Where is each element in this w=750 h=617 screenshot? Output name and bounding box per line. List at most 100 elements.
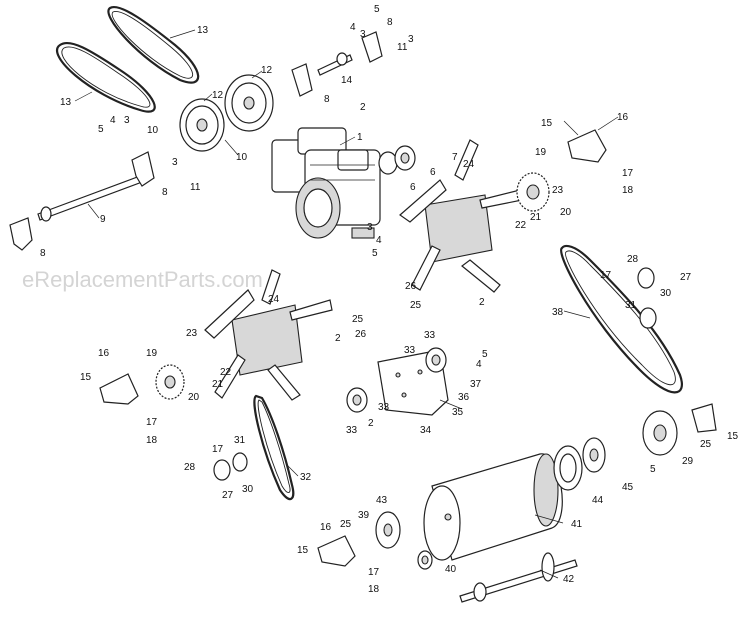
callout-6: 6	[430, 167, 436, 178]
callout-8: 8	[324, 94, 330, 105]
bearing-block	[99, 129, 717, 567]
callout-40: 40	[445, 564, 457, 575]
callout-27: 27	[680, 272, 692, 283]
callout-21: 21	[212, 379, 224, 390]
bearing-bracket	[9, 31, 383, 251]
callout-20: 20	[188, 392, 200, 403]
callout-31: 31	[234, 435, 246, 446]
callout-26: 26	[405, 281, 417, 292]
callout-30: 30	[242, 484, 254, 495]
callout-31: 31	[625, 300, 637, 311]
callout-6: 6	[410, 182, 416, 193]
callout-3: 3	[367, 222, 373, 233]
engine-pulley	[378, 145, 416, 175]
callout-5: 5	[374, 4, 380, 15]
drive-chain-left	[253, 394, 295, 501]
callout-25: 25	[410, 300, 422, 311]
callout-24: 24	[463, 159, 475, 170]
callout-15: 15	[541, 118, 553, 129]
callout-27: 27	[222, 490, 234, 501]
callout-33: 33	[424, 330, 436, 341]
callout-33: 33	[346, 425, 358, 436]
callout-8: 8	[162, 187, 168, 198]
callout-17: 17	[622, 168, 634, 179]
callout-21: 21	[530, 212, 542, 223]
sprocket	[155, 172, 550, 400]
callout-1: 1	[357, 132, 363, 143]
flange-bearing	[346, 347, 447, 413]
callout-12: 12	[212, 90, 224, 101]
callout-45: 45	[622, 482, 634, 493]
leader-lines	[74, 29, 619, 579]
callout-17: 17	[212, 444, 224, 455]
tine-assembly	[399, 139, 523, 293]
large-pulley	[179, 74, 274, 152]
callout-17: 17	[600, 270, 612, 281]
callout-2: 2	[368, 418, 374, 429]
callout-12: 12	[261, 65, 273, 76]
callout-41: 41	[571, 519, 583, 530]
callout-29: 29	[682, 456, 694, 467]
callout-19: 19	[146, 348, 158, 359]
callout-15: 15	[80, 372, 92, 383]
callout-8: 8	[40, 248, 46, 259]
callout-14: 14	[341, 75, 353, 86]
callout-32: 32	[300, 472, 312, 483]
callout-33: 33	[404, 345, 416, 356]
callout-13: 13	[197, 25, 209, 36]
callout-34: 34	[420, 425, 432, 436]
callout-10: 10	[236, 152, 248, 163]
drum-hub	[582, 437, 606, 473]
callout-28: 28	[184, 462, 196, 473]
callout-23: 23	[552, 185, 564, 196]
callout-24: 24	[268, 294, 280, 305]
callout-labels: 1 2 2 2 2 3 3 3 3 3 4 4 4 4 5 5 5 5 5 6 …	[40, 4, 739, 595]
callout-18: 18	[368, 584, 380, 595]
drive-chain-right	[560, 244, 683, 394]
callout-30: 30	[660, 288, 672, 299]
callout-42: 42	[563, 574, 575, 585]
callout-2: 2	[479, 297, 485, 308]
engine	[271, 127, 381, 239]
callout-20: 20	[560, 207, 572, 218]
callout-26: 26	[355, 329, 367, 340]
callout-17: 17	[146, 417, 158, 428]
callout-16: 16	[320, 522, 332, 533]
callout-4: 4	[110, 115, 116, 126]
watermark-text: eReplacementParts.com	[22, 267, 263, 292]
callout-43: 43	[376, 495, 388, 506]
callout-17: 17	[368, 567, 380, 578]
callout-4: 4	[350, 22, 356, 33]
drum	[423, 453, 563, 561]
callout-3: 3	[408, 34, 414, 45]
callout-16: 16	[617, 112, 629, 123]
idler-sprocket	[213, 267, 657, 481]
callout-28: 28	[627, 254, 639, 265]
callout-5: 5	[650, 464, 656, 475]
callout-19: 19	[535, 147, 547, 158]
callout-44: 44	[592, 495, 604, 506]
idler-shaft	[317, 52, 353, 76]
callout-10: 10	[147, 125, 159, 136]
callout-33: 33	[378, 402, 390, 413]
callout-2: 2	[335, 333, 341, 344]
callout-8: 8	[387, 17, 393, 28]
callout-5: 5	[372, 248, 378, 259]
drum-end-ring	[553, 445, 583, 491]
callout-11: 11	[190, 182, 201, 193]
callout-35: 35	[452, 407, 464, 418]
callout-5: 5	[482, 349, 488, 360]
callout-18: 18	[146, 435, 158, 446]
v-belt	[56, 5, 200, 113]
callout-22: 22	[220, 367, 232, 378]
callout-15: 15	[727, 431, 739, 442]
callout-16: 16	[98, 348, 110, 359]
callout-9: 9	[100, 214, 106, 225]
drum-flange	[375, 511, 401, 549]
callout-25: 25	[352, 314, 364, 325]
callout-5: 5	[98, 124, 104, 135]
callout-22: 22	[515, 220, 527, 231]
callout-15: 15	[297, 545, 309, 556]
drum-axle	[459, 552, 578, 603]
